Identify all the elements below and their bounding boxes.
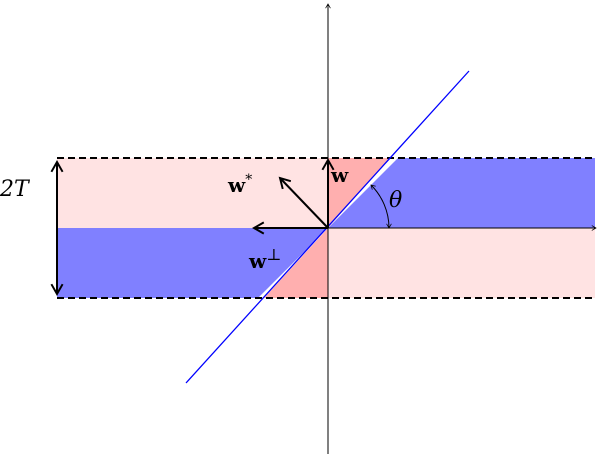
theta-label: θ (389, 188, 402, 213)
w-star-label-sup: * (245, 172, 252, 188)
theta-arc (370, 184, 392, 229)
band-region-upper-left (57, 158, 328, 228)
w-perp-label-sup: ⊥ (266, 245, 281, 264)
w-star-vector (278, 176, 329, 229)
w-perp-label-base: w (248, 249, 267, 273)
band-width-label: 2T (0, 177, 31, 202)
disagreement-triangle-lower (264, 228, 328, 298)
band-region-upper-right (328, 158, 595, 228)
w-label: w (330, 163, 349, 187)
band-region-lower-right (328, 228, 595, 298)
w-star-label: w* (227, 172, 252, 197)
w-star-label-base: w (227, 173, 246, 197)
band-region-lower-left (57, 228, 328, 298)
w-perp-label: w⊥ (248, 245, 281, 273)
